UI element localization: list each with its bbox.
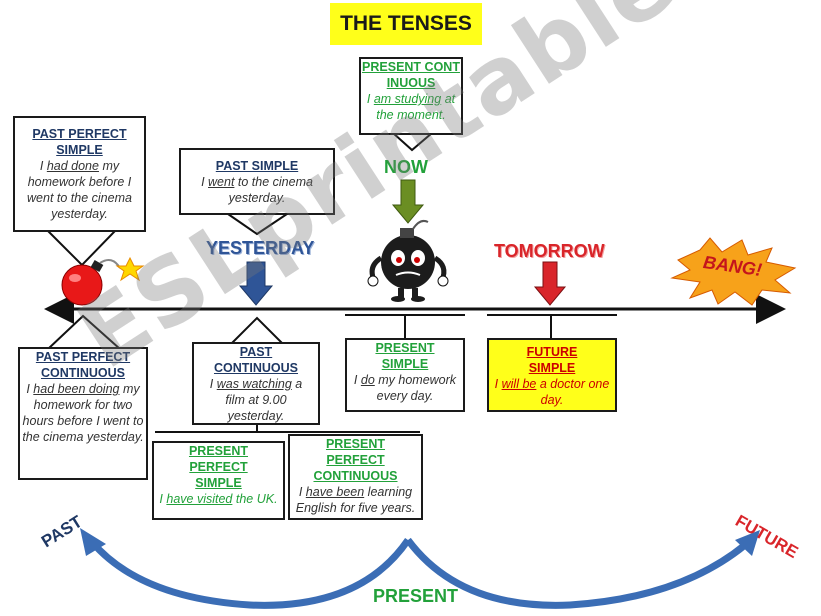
- present-perfect-continuous-box: PRESENT PERFECT CONTINUOUS I have been l…: [288, 434, 423, 520]
- tense-example: I have visited the UK.: [159, 492, 278, 506]
- present-simple-box: PRESENT SIMPLE I do my homework every da…: [345, 338, 465, 412]
- future-curve-arrow: [405, 537, 748, 609]
- angry-bomb-icon: [367, 219, 449, 302]
- past-perfect-continuous-box: PAST PERFECT CONTINUOUS I had been doing…: [18, 347, 148, 480]
- tense-example: I do my homework every day.: [353, 373, 457, 403]
- future-simple-box: FUTURE SIMPLE I will be a doctor one day…: [487, 338, 617, 412]
- tomorrow-label: TOMORROW: [494, 241, 605, 261]
- tense-title: PAST PERFECT SIMPLE: [32, 127, 127, 157]
- yesterday-arrow: [238, 261, 274, 306]
- past-continuous-box: PAST CONTINUOUS I was watching a film at…: [192, 342, 320, 425]
- title-banner: THE TENSES: [330, 3, 482, 45]
- tense-title: PAST PERFECT CONTINUOUS: [35, 350, 131, 380]
- callout-tail: [229, 316, 285, 344]
- tense-title: FUTURE SIMPLE: [526, 345, 578, 375]
- past-simple-box: PAST SIMPLE I went to the cinema yesterd…: [179, 148, 335, 215]
- tense-example: I will be a doctor one day.: [494, 377, 610, 407]
- present-label: PRESENT: [373, 586, 459, 606]
- now-label: NOW: [384, 157, 428, 177]
- past-perfect-simple-box: PAST PERFECT SIMPLE I had done my homewo…: [13, 116, 146, 232]
- tomorrow-arrow: [533, 261, 567, 306]
- tense-example: I was watching a film at 9.00 yesterday.: [209, 377, 303, 423]
- bang-explosion-icon: [670, 237, 797, 306]
- tense-example: I am studying at the moment.: [366, 92, 456, 122]
- now-arrow: [391, 179, 425, 224]
- past-curve-arrow: [89, 538, 411, 609]
- bomb-icon: [61, 256, 145, 306]
- tense-example: I had done my homework before I went to …: [27, 159, 132, 221]
- tense-title: PAST SIMPLE: [215, 159, 299, 173]
- tense-title: PRESENT CONTINUOUS: [362, 60, 460, 90]
- tense-example: I had been doing my homework for two hou…: [22, 382, 144, 444]
- tense-example: I have been learning English for five ye…: [295, 485, 416, 515]
- page-title: THE TENSES: [340, 12, 472, 35]
- tense-title: PRESENT PERFECT SIMPLE: [188, 444, 249, 490]
- tense-title: PRESENT PERFECT CONTINUOUS: [313, 437, 398, 483]
- tense-title: PAST CONTINUOUS: [213, 345, 299, 375]
- tense-example: I went to the cinema yesterday.: [201, 175, 313, 205]
- yesterday-label: YESTERDAY: [206, 238, 315, 258]
- tense-title: PRESENT SIMPLE: [375, 341, 435, 371]
- present-continuous-box: PRESENT CONTINUOUS I am studying at the …: [359, 57, 463, 135]
- present-perfect-simple-box: PRESENT PERFECT SIMPLE I have visited th…: [152, 441, 285, 520]
